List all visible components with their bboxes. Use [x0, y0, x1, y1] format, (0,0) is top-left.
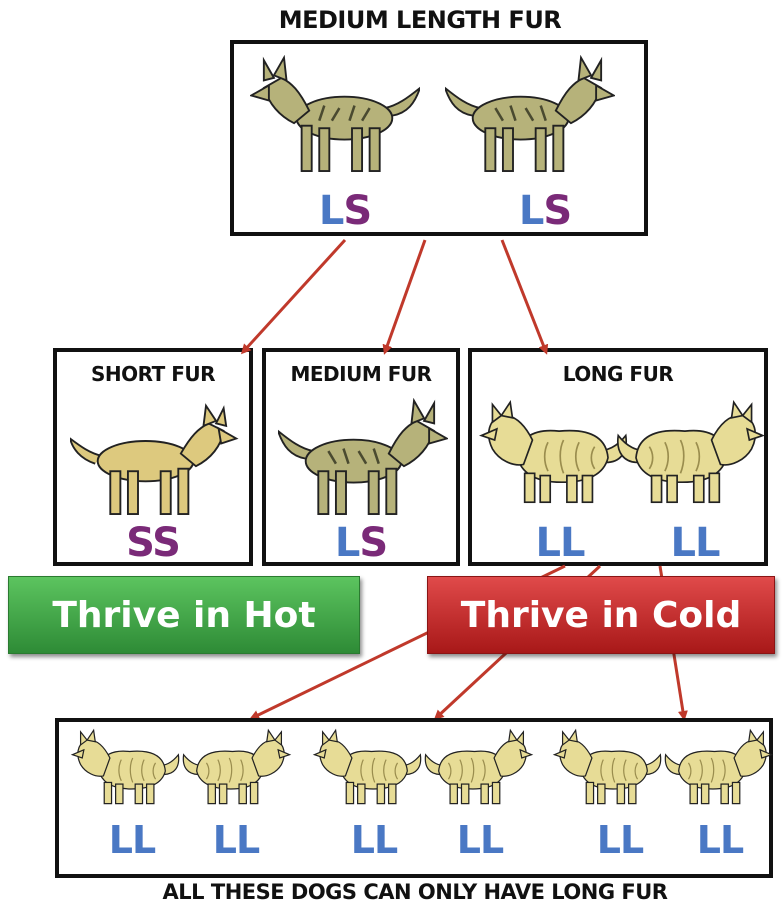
- offspring-dog-4: [424, 729, 533, 805]
- offspring-genotype-1: LL: [108, 818, 156, 862]
- offspring-box: [55, 718, 773, 878]
- offspring-dog-6: [664, 729, 773, 805]
- offspring-dog-1: [71, 729, 180, 805]
- arrow-to-long: [500, 239, 549, 355]
- offspring-dog-3: [313, 729, 422, 805]
- offspring-genotype-4: LL: [456, 818, 504, 862]
- offspring-caption: ALL THESE DOGS CAN ONLY HAVE LONG FUR: [162, 880, 668, 904]
- top-title: MEDIUM LENGTH FUR: [278, 6, 562, 34]
- long-fur-genotype-right: LL: [670, 520, 721, 566]
- thrive-in-cold-banner: Thrive in Cold: [427, 576, 775, 654]
- short-fur-title: SHORT FUR: [90, 362, 216, 386]
- thrive-in-hot-banner: Thrive in Hot: [8, 576, 360, 654]
- offspring-genotype-5: LL: [596, 818, 644, 862]
- long-fur-title: LONG FUR: [562, 362, 674, 386]
- arrow-to-short: [240, 238, 347, 355]
- offspring-dog-5: [553, 729, 662, 805]
- parent-genotype-left: LS: [318, 188, 372, 234]
- long-fur-genotype-left: LL: [535, 520, 586, 566]
- parent-genotype-right: LS: [518, 188, 572, 234]
- medium-fur-title: MEDIUM FUR: [290, 362, 432, 386]
- offspring-dog-2: [182, 729, 291, 805]
- parents-box: [230, 40, 648, 236]
- offspring-genotype-3: LL: [350, 818, 398, 862]
- arrow-to-medium: [382, 239, 427, 355]
- offspring-genotype-6: LL: [696, 818, 744, 862]
- short-fur-genotype: SS: [126, 520, 181, 566]
- medium-fur-genotype: LS: [334, 520, 388, 566]
- offspring-genotype-2: LL: [212, 818, 260, 862]
- medium-fur-box: [262, 348, 460, 566]
